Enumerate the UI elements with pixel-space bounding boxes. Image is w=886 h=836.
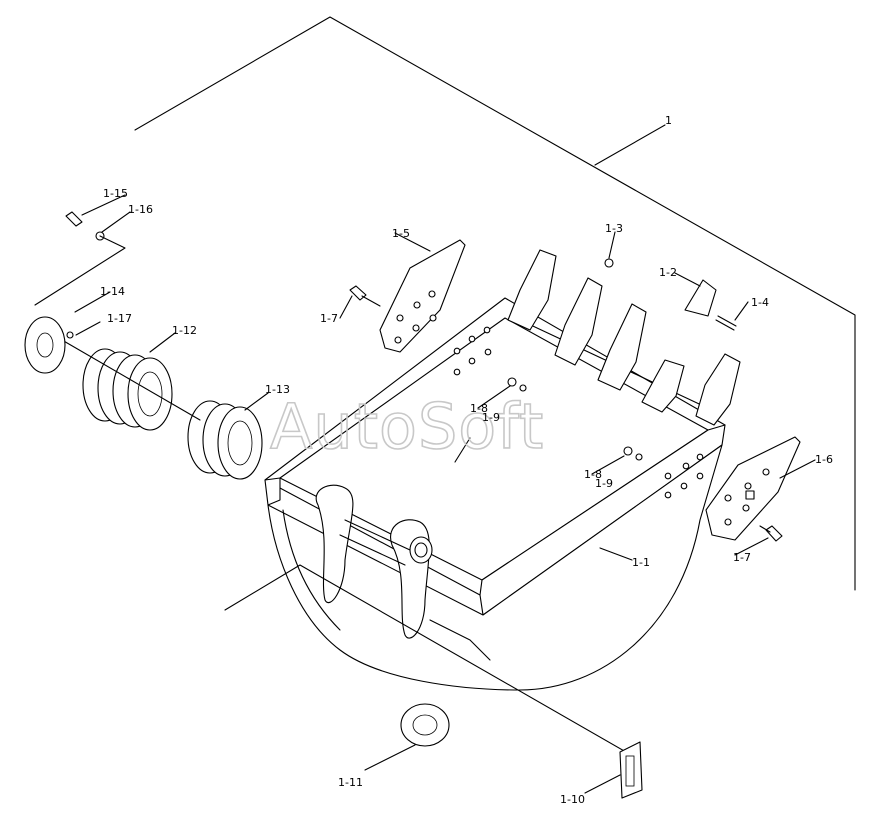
label-1-17: 1-17 — [107, 312, 132, 325]
watermark: AutoSoft — [270, 390, 544, 463]
label-1-15: 1-15 — [103, 187, 128, 200]
side-plate-holes — [453, 326, 704, 499]
label-1-10: 1-10 — [560, 793, 585, 806]
washer-plate — [24, 211, 126, 374]
label-1-12: 1-12 — [172, 324, 197, 337]
label-1-7-left: 1-7 — [320, 312, 338, 325]
label-1: 1 — [665, 114, 672, 127]
label-1-4: 1-4 — [751, 296, 769, 309]
side-cutters — [379, 239, 801, 541]
label-1-16: 1-16 — [128, 203, 153, 216]
bushing — [224, 564, 643, 799]
label-1-9-upper: 1-9 — [482, 411, 500, 424]
assembly-outline — [134, 16, 856, 591]
label-1-8-lower: 1-8 — [584, 468, 602, 481]
label-1-7-right: 1-7 — [733, 551, 751, 564]
label-1-13: 1-13 — [265, 383, 290, 396]
springs — [61, 339, 263, 480]
label-1-3: 1-3 — [605, 222, 623, 235]
linkage-ears — [315, 484, 491, 661]
label-1-5: 1-5 — [392, 227, 410, 240]
bucket-teeth — [507, 249, 741, 426]
label-1-8-upper: 1-8 — [470, 402, 488, 415]
label-1-11: 1-11 — [338, 776, 363, 789]
label-1-1: 1-1 — [632, 556, 650, 569]
leader-lines — [74, 194, 816, 794]
label-1-9-lower: 1-9 — [595, 477, 613, 490]
label-1-6: 1-6 — [815, 453, 833, 466]
label-1-14: 1-14 — [100, 285, 125, 298]
part-labels: 1 1-1 1-2 1-3 1-4 1-5 1-6 1-7 1-7 1-8 1-… — [100, 114, 833, 806]
bolts-and-nuts — [349, 285, 783, 542]
label-1-2: 1-2 — [659, 266, 677, 279]
